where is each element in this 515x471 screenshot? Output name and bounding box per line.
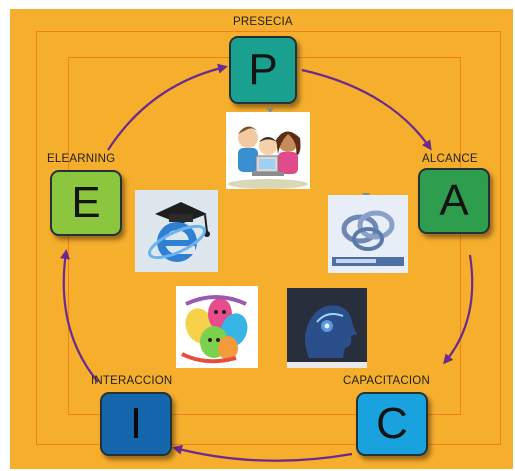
node-label-elearning: ELEARNING — [47, 153, 116, 165]
node-letter-c: C — [376, 399, 408, 448]
node-c: C — [356, 392, 428, 456]
node-letter-p: P — [248, 45, 278, 94]
picture-internet-explorer-graduation-logo — [135, 190, 218, 272]
outer-frame — [36, 31, 501, 445]
node-e: E — [50, 170, 122, 236]
node-label-presecia: PRESECIA — [233, 16, 293, 28]
arrow-c-to-i — [172, 444, 353, 462]
picture-children-at-computer — [226, 112, 310, 189]
node-a: A — [418, 168, 490, 234]
node-letter-i: I — [129, 399, 143, 448]
node-label-alcance: ALCANCE — [422, 153, 478, 165]
arrow-e-to-p — [107, 63, 228, 151]
node-letter-a: A — [439, 176, 469, 225]
arrow-a-to-c — [443, 254, 474, 365]
arrow-p-to-a — [301, 68, 432, 151]
node-letter-e: E — [71, 178, 101, 227]
node-p: P — [229, 36, 297, 104]
node-label-capacitacion: CAPACITACION — [343, 375, 430, 387]
node-label-interaccion: INTERACCION — [91, 375, 173, 387]
node-i: I — [100, 392, 172, 456]
picture-chain-link-graphic — [328, 195, 408, 273]
picture-colorful-faces-collage — [176, 286, 258, 368]
picture-digital-head-profile — [287, 288, 367, 368]
arrow-i-to-e — [60, 249, 99, 383]
tile-pin — [266, 108, 274, 113]
